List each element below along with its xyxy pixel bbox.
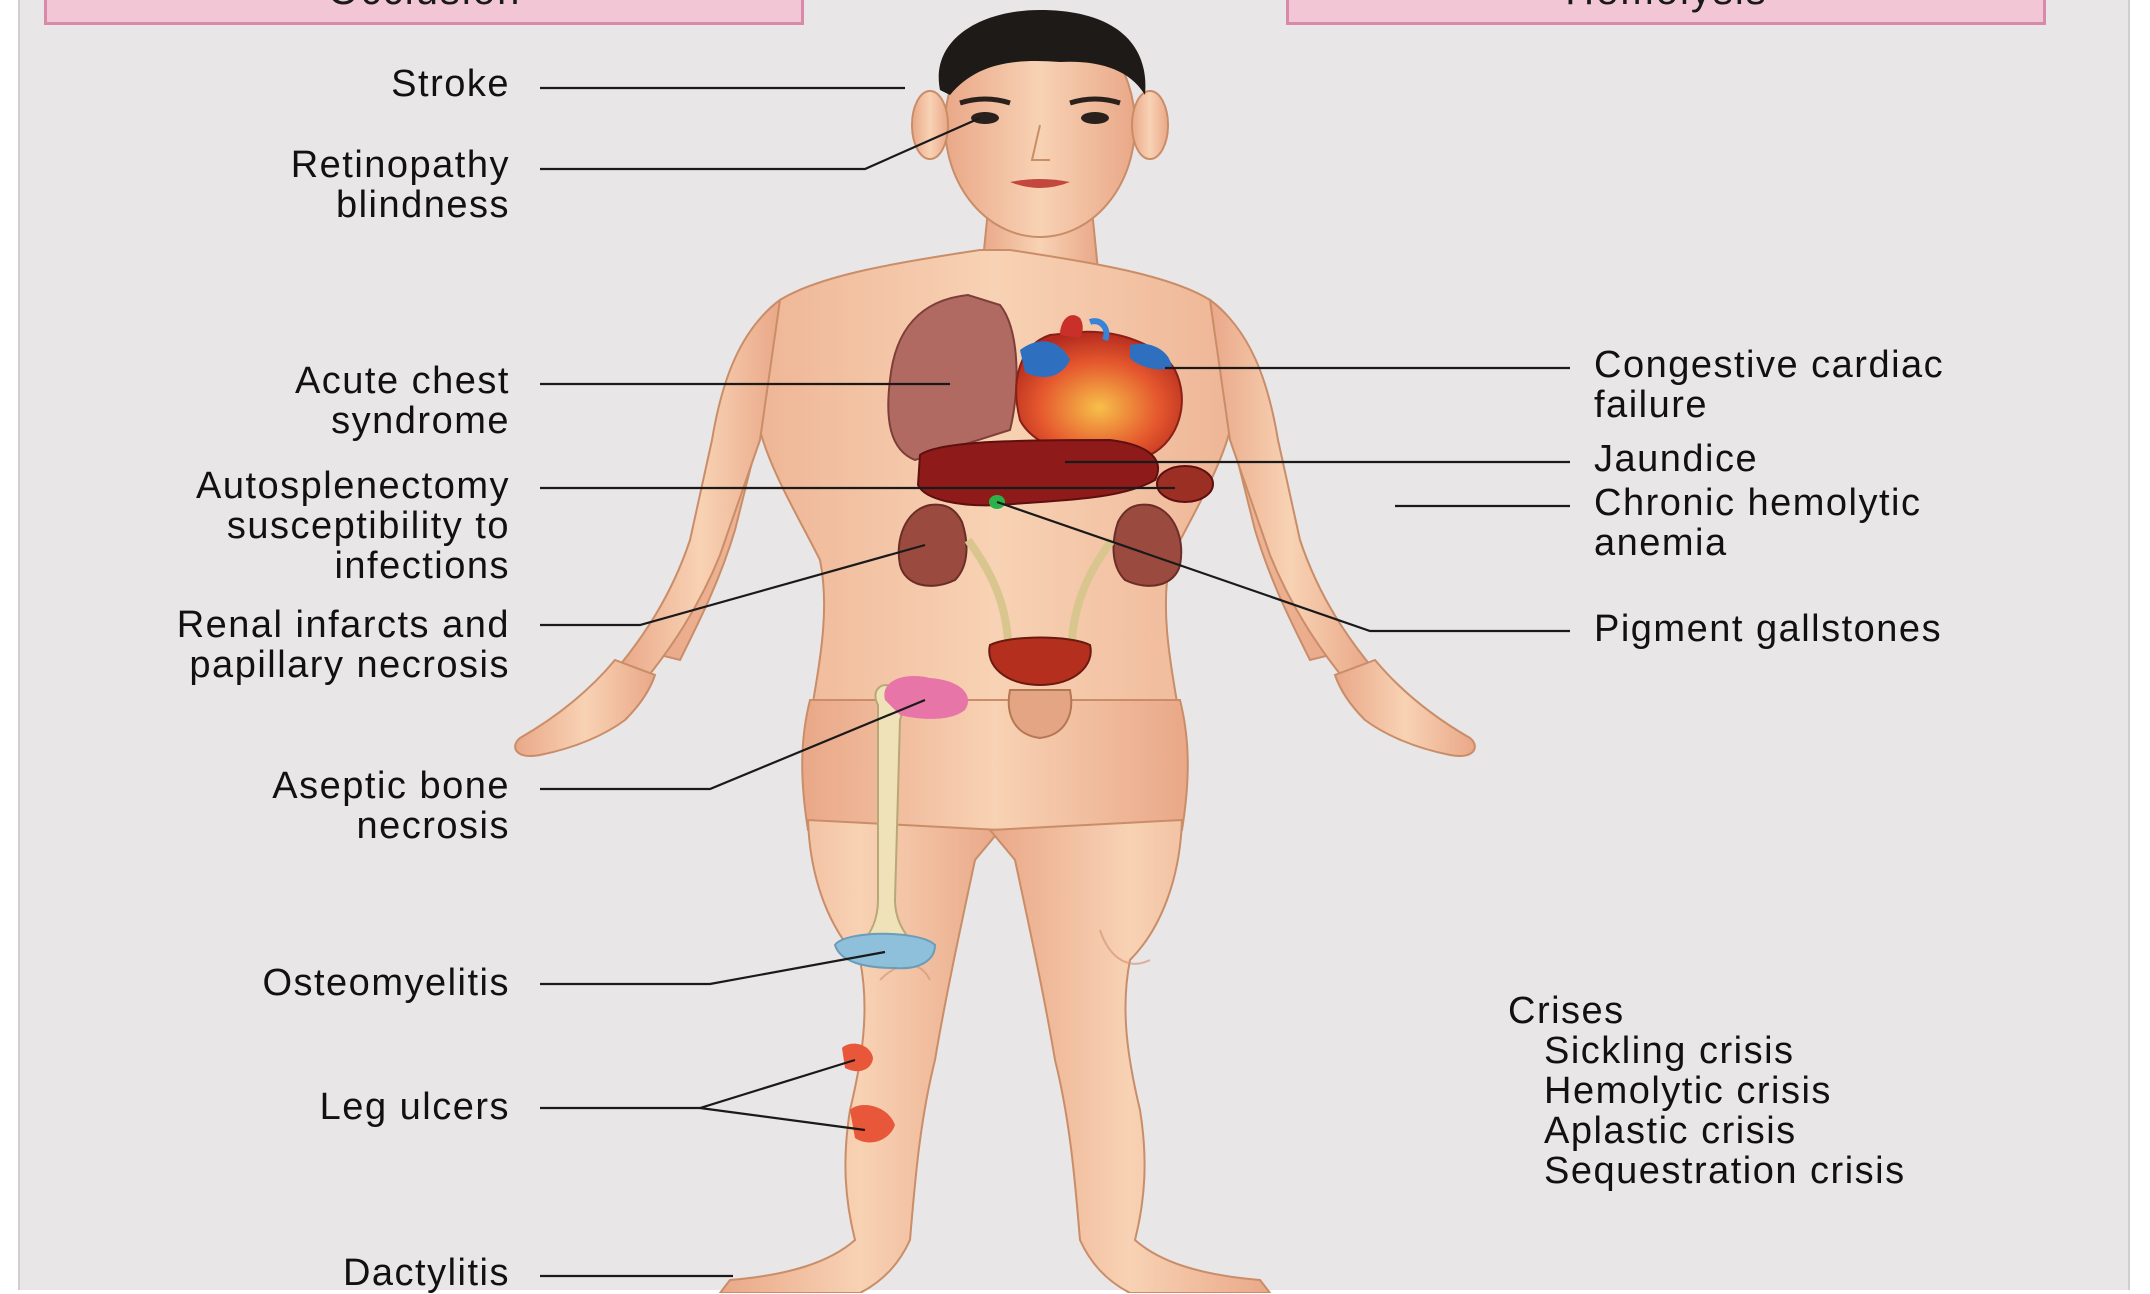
label-leg-ulcers: Leg ulcers [320, 1087, 510, 1127]
label-dactylitis: Dactylitis [343, 1253, 510, 1293]
line-leg-ulcers-b [700, 1108, 865, 1130]
label-retinopathy: Retinopathy blindness [291, 145, 510, 225]
label-jaundice: Jaundice [1594, 439, 1758, 479]
crises-title: Crises [1508, 991, 1906, 1031]
spleen [1157, 466, 1213, 502]
label-acute-chest: Acute chest syndrome [295, 361, 510, 441]
line-leg-ulcers-a [540, 1060, 855, 1108]
crisis-item: Aplastic crisis [1508, 1111, 1906, 1151]
label-aseptic-bone: Aseptic bone necrosis [272, 766, 510, 846]
label-cardiac: Congestive cardiac failure [1594, 345, 1944, 425]
crisis-item: Sequestration crisis [1508, 1151, 1906, 1191]
label-autosplenectomy: Autosplenectomy susceptibility to infect… [196, 466, 510, 586]
line-osteomyelitis [540, 952, 885, 984]
label-osteomyelitis: Osteomyelitis [262, 963, 510, 1003]
label-gallstones: Pigment gallstones [1594, 609, 1942, 649]
label-renal: Renal infarcts and papillary necrosis [177, 605, 510, 685]
crisis-item: Sickling crisis [1508, 1031, 1906, 1071]
label-stroke: Stroke [391, 64, 510, 104]
label-anemia: Chronic hemolytic anemia [1594, 483, 1922, 563]
crises-block: Crises Sickling crisis Hemolytic crisis … [1508, 991, 1906, 1191]
crisis-item: Hemolytic crisis [1508, 1071, 1906, 1111]
